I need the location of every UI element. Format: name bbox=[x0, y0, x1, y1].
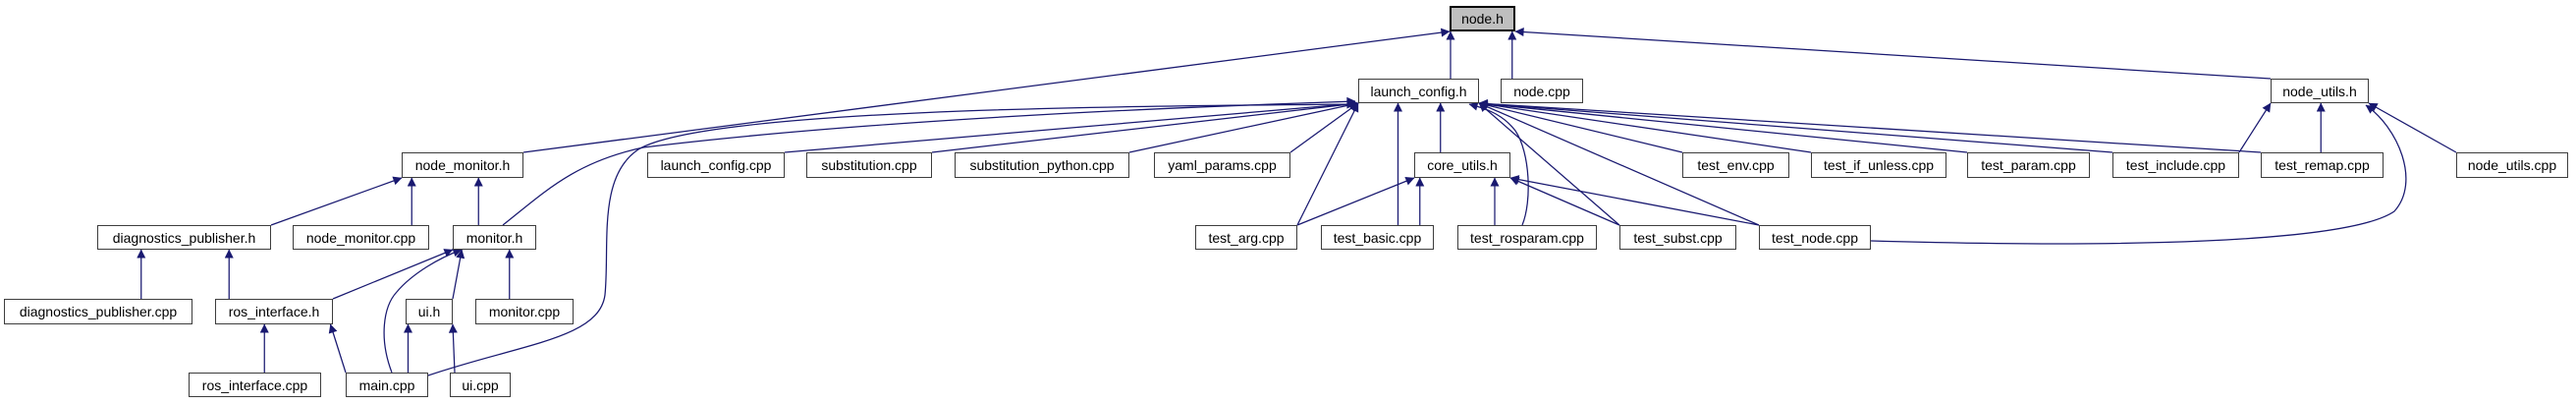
graph-node-label: node_monitor.h bbox=[414, 157, 511, 173]
graph-edge-test_include-cpp-to-launch_config-h bbox=[1478, 99, 2113, 153]
graph-node-ui-cpp[interactable]: ui.cpp bbox=[450, 373, 511, 397]
graph-node-label: main.cpp bbox=[358, 376, 415, 393]
graph-node-label: test_env.cpp bbox=[1697, 157, 1775, 173]
graph-edge-test_node-cpp-to-node_utils-h bbox=[1870, 104, 2407, 245]
graph-node-test_if_unless-cpp[interactable]: test_if_unless.cpp bbox=[1811, 152, 1946, 178]
graph-node-label: test_subst.cpp bbox=[1633, 229, 1723, 246]
graph-edge-launch_config-cpp-to-launch_config-h bbox=[784, 99, 1359, 153]
graph-edges bbox=[137, 28, 2457, 376]
graph-edge-test_subst-cpp-to-core_utils-h bbox=[1509, 177, 1620, 226]
graph-node-label: ui.h bbox=[417, 304, 441, 319]
graph-node-substitution-cpp[interactable]: substitution.cpp bbox=[806, 152, 932, 178]
graph-node-label: ros_interface.cpp bbox=[201, 376, 308, 393]
graph-node-monitor-h[interactable]: monitor.h bbox=[453, 225, 536, 250]
graph-edge-yaml_params-cpp-to-launch_config-h bbox=[1289, 102, 1359, 153]
graph-node-label: ros_interface.h bbox=[228, 304, 320, 319]
graph-node-label: test_if_unless.cpp bbox=[1823, 157, 1935, 173]
graph-node-label: substitution.cpp bbox=[821, 157, 917, 173]
graph-node-node-cpp[interactable]: node.cpp bbox=[1501, 79, 1583, 103]
graph-node-test_subst-cpp[interactable]: test_subst.cpp bbox=[1619, 225, 1736, 250]
graph-node-ui-h[interactable]: ui.h bbox=[406, 299, 453, 324]
graph-node-node_utils-cpp[interactable]: node_utils.cpp bbox=[2456, 152, 2568, 178]
graph-edge-main-cpp-to-monitor-h bbox=[383, 248, 463, 374]
graph-edge-ui-h-to-monitor-h bbox=[452, 249, 466, 300]
graph-node-substitution_python-cpp[interactable]: substitution_python.cpp bbox=[955, 152, 1129, 178]
graph-edge-node_utils-cpp-to-node_utils-h bbox=[2368, 102, 2457, 153]
graph-edge-diagnostics_publisher-h-to-node_monitor-h bbox=[270, 176, 403, 226]
graph-node-label: node_monitor.cpp bbox=[305, 229, 416, 246]
graph-node-test_remap-cpp[interactable]: test_remap.cpp bbox=[2261, 152, 2384, 178]
graph-node-test_param-cpp[interactable]: test_param.cpp bbox=[1967, 152, 2090, 178]
graph-edge-ui-cpp-to-ui-h bbox=[448, 323, 458, 374]
graph-edge-node_monitor-h-to-node-h bbox=[522, 28, 1451, 153]
graph-node-node_monitor-cpp[interactable]: node_monitor.cpp bbox=[293, 225, 429, 250]
graph-node-node-h[interactable]: node.h bbox=[1450, 6, 1515, 31]
graph-edge-ros_interface-h-to-monitor-h bbox=[332, 249, 454, 300]
graph-node-label: diagnostics_publisher.cpp bbox=[19, 304, 178, 319]
graph-edge-test_arg-cpp-to-core_utils-h bbox=[1296, 177, 1415, 226]
graph-node-test_env-cpp[interactable]: test_env.cpp bbox=[1682, 152, 1789, 178]
graph-node-main-cpp[interactable]: main.cpp bbox=[346, 373, 428, 397]
graph-edge-test_arg-cpp-to-launch_config-h bbox=[1296, 102, 1359, 226]
graph-edge-node_utils-h-to-node-h bbox=[1514, 28, 2272, 80]
graph-node-label: diagnostics_publisher.h bbox=[112, 229, 256, 246]
graph-edge-test_include-cpp-to-node_utils-h bbox=[2238, 102, 2272, 153]
graph-edge-test_env-cpp-to-launch_config-h bbox=[1478, 100, 1683, 153]
graph-edge-substitution-cpp-to-launch_config-h bbox=[931, 99, 1359, 153]
graph-node-label: test_remap.cpp bbox=[2275, 157, 2370, 173]
graph-node-label: node.h bbox=[1461, 11, 1504, 27]
graph-node-label: node.cpp bbox=[1513, 83, 1570, 99]
graph-node-label: test_basic.cpp bbox=[1333, 229, 1422, 246]
graph-node-label: test_rosparam.cpp bbox=[1470, 229, 1584, 246]
graph-node-label: launch_config.cpp bbox=[660, 157, 772, 173]
graph-node-label: substitution_python.cpp bbox=[969, 157, 1115, 173]
graph-edge-test_node-cpp-to-launch_config-h bbox=[1478, 102, 1760, 226]
graph-node-label: node_utils.h bbox=[2282, 83, 2357, 99]
graph-node-label: ui.cpp bbox=[462, 376, 499, 393]
graph-node-test_rosparam-cpp[interactable]: test_rosparam.cpp bbox=[1457, 225, 1597, 250]
graph-edge-test_remap-cpp-to-launch_config-h bbox=[1478, 99, 2262, 153]
graph-edge-test_if_unless-cpp-to-launch_config-h bbox=[1478, 99, 1812, 153]
graph-node-label: monitor.cpp bbox=[488, 304, 561, 319]
graph-node-label: yaml_params.cpp bbox=[1168, 157, 1277, 173]
graph-node-label: test_include.cpp bbox=[2125, 157, 2226, 173]
graph-node-test_basic-cpp[interactable]: test_basic.cpp bbox=[1321, 225, 1434, 250]
graph-node-test_include-cpp[interactable]: test_include.cpp bbox=[2112, 152, 2239, 178]
graph-node-diagnostics_publisher-h[interactable]: diagnostics_publisher.h bbox=[97, 225, 271, 250]
graph-node-label: launch_config.h bbox=[1370, 83, 1467, 99]
graph-node-launch_config-cpp[interactable]: launch_config.cpp bbox=[647, 152, 785, 178]
graph-node-label: core_utils.h bbox=[1427, 157, 1498, 173]
graph-node-launch_config-h[interactable]: launch_config.h bbox=[1358, 79, 1479, 103]
graph-node-node_utils-h[interactable]: node_utils.h bbox=[2271, 79, 2369, 103]
graph-node-test_node-cpp[interactable]: test_node.cpp bbox=[1759, 225, 1871, 250]
graph-node-label: test_param.cpp bbox=[1981, 157, 2076, 173]
graph-edge-test_subst-cpp-to-launch_config-h bbox=[1478, 102, 1620, 226]
graph-node-label: test_arg.cpp bbox=[1208, 229, 1285, 246]
graph-node-yaml_params-cpp[interactable]: yaml_params.cpp bbox=[1154, 152, 1290, 178]
graph-edge-test_node-cpp-to-core_utils-h bbox=[1509, 175, 1760, 226]
graph-node-node_monitor-h[interactable]: node_monitor.h bbox=[402, 152, 523, 178]
graph-edge-substitution_python-cpp-to-launch_config-h bbox=[1128, 100, 1359, 153]
graph-edge-test_param-cpp-to-launch_config-h bbox=[1478, 99, 1968, 153]
graph-node-label: node_utils.cpp bbox=[2467, 157, 2557, 173]
graph-node-label: monitor.h bbox=[466, 229, 523, 246]
graph-node-test_arg-cpp[interactable]: test_arg.cpp bbox=[1195, 225, 1297, 250]
graph-node-monitor-cpp[interactable]: monitor.cpp bbox=[475, 299, 574, 324]
graph-edge-main-cpp-to-launch_config-h bbox=[427, 99, 1356, 376]
graph-node-core_utils-h[interactable]: core_utils.h bbox=[1414, 152, 1510, 178]
graph-node-ros_interface-cpp[interactable]: ros_interface.cpp bbox=[189, 373, 321, 397]
graph-node-ros_interface-h[interactable]: ros_interface.h bbox=[215, 299, 333, 324]
graph-node-label: test_node.cpp bbox=[1772, 229, 1858, 246]
graph-node-diagnostics_publisher-cpp[interactable]: diagnostics_publisher.cpp bbox=[4, 299, 192, 324]
graph-edge-main-cpp-to-ros_interface-h bbox=[328, 323, 347, 374]
